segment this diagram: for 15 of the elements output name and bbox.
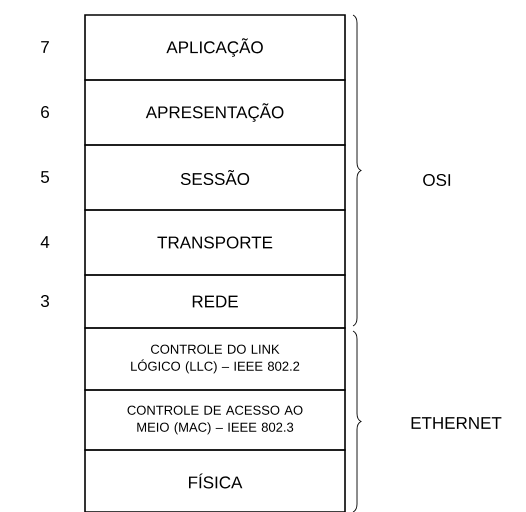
layer-box: FÍSICA <box>84 449 346 512</box>
layer-box: CONTROLE DO LINK LÓGICO (LLC) – IEEE 802.2 <box>84 327 346 391</box>
layer-number: 7 <box>41 41 49 53</box>
layer-box: TRANSPORTE <box>84 209 346 276</box>
group-label: ETHERNET <box>412 417 502 429</box>
layer-box: APLICAÇÃO <box>84 14 346 81</box>
layer-box: SESSÃO <box>84 144 346 211</box>
layer-box: APRESENTAÇÃO <box>84 79 346 146</box>
layer-number: 6 <box>41 106 49 118</box>
group-label: OSI <box>423 174 450 186</box>
layer-box: CONTROLE DE ACESSO AO MEIO (MAC) – IEEE 802.3 <box>84 389 346 451</box>
layer-number: 5 <box>40 171 50 183</box>
layer-number: 3 <box>40 294 49 308</box>
layer-box: REDE <box>84 274 346 329</box>
layer-number: 4 <box>40 236 50 248</box>
